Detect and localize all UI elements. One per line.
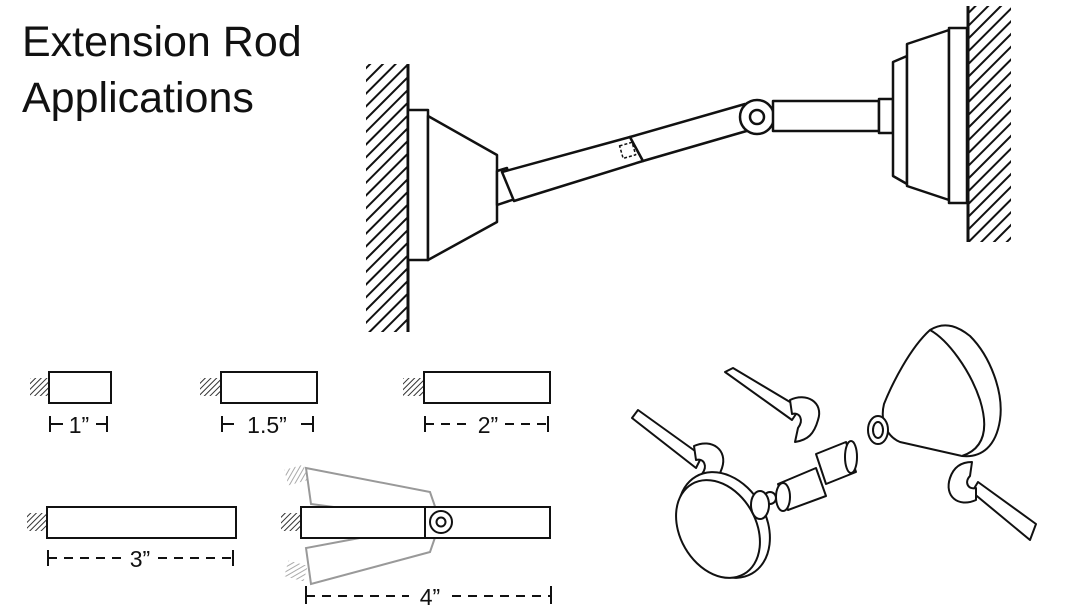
rod-2-inch xyxy=(403,371,551,432)
title-line-2: Applications xyxy=(22,74,254,122)
wrench-icon-right xyxy=(947,461,1037,541)
exploded-assembly xyxy=(631,324,1037,579)
rod-3-inch xyxy=(27,506,237,566)
right-flange-cone xyxy=(891,54,909,186)
length-label-1-5: 1.5” xyxy=(247,412,287,438)
title-line-1: Extension Rod xyxy=(22,18,302,66)
rod-1-inch xyxy=(30,371,112,432)
left-flange-cone xyxy=(426,114,499,262)
right-flange-plate xyxy=(947,26,969,205)
extension-rod xyxy=(500,135,645,203)
right-flange-body xyxy=(905,28,951,202)
left-flange-plate xyxy=(406,108,430,262)
right-wall xyxy=(968,6,1011,242)
rod-1-5-inch xyxy=(200,371,318,432)
rod-sleeve xyxy=(628,102,752,163)
length-label-4: 4” xyxy=(420,584,440,609)
rod-pieces xyxy=(763,440,858,512)
right-rod-collar xyxy=(877,97,895,135)
flange-round-part xyxy=(675,471,771,579)
rod-length-diagrams xyxy=(27,371,552,604)
flange-cone-part xyxy=(867,324,1002,458)
pivot-pin xyxy=(748,108,766,126)
wrench-icon-top xyxy=(724,367,821,443)
right-rod xyxy=(771,99,881,133)
rod-4-inch-pivoting xyxy=(281,464,552,604)
length-label-2: 2” xyxy=(478,412,498,438)
installed-rod-illustration xyxy=(366,6,1011,332)
left-wall xyxy=(366,64,408,332)
length-label-1: 1” xyxy=(69,412,89,438)
diagram-title: Extension Rod Applications xyxy=(22,14,302,126)
length-label-3: 3” xyxy=(130,546,150,572)
set-screw-marker xyxy=(618,141,637,160)
